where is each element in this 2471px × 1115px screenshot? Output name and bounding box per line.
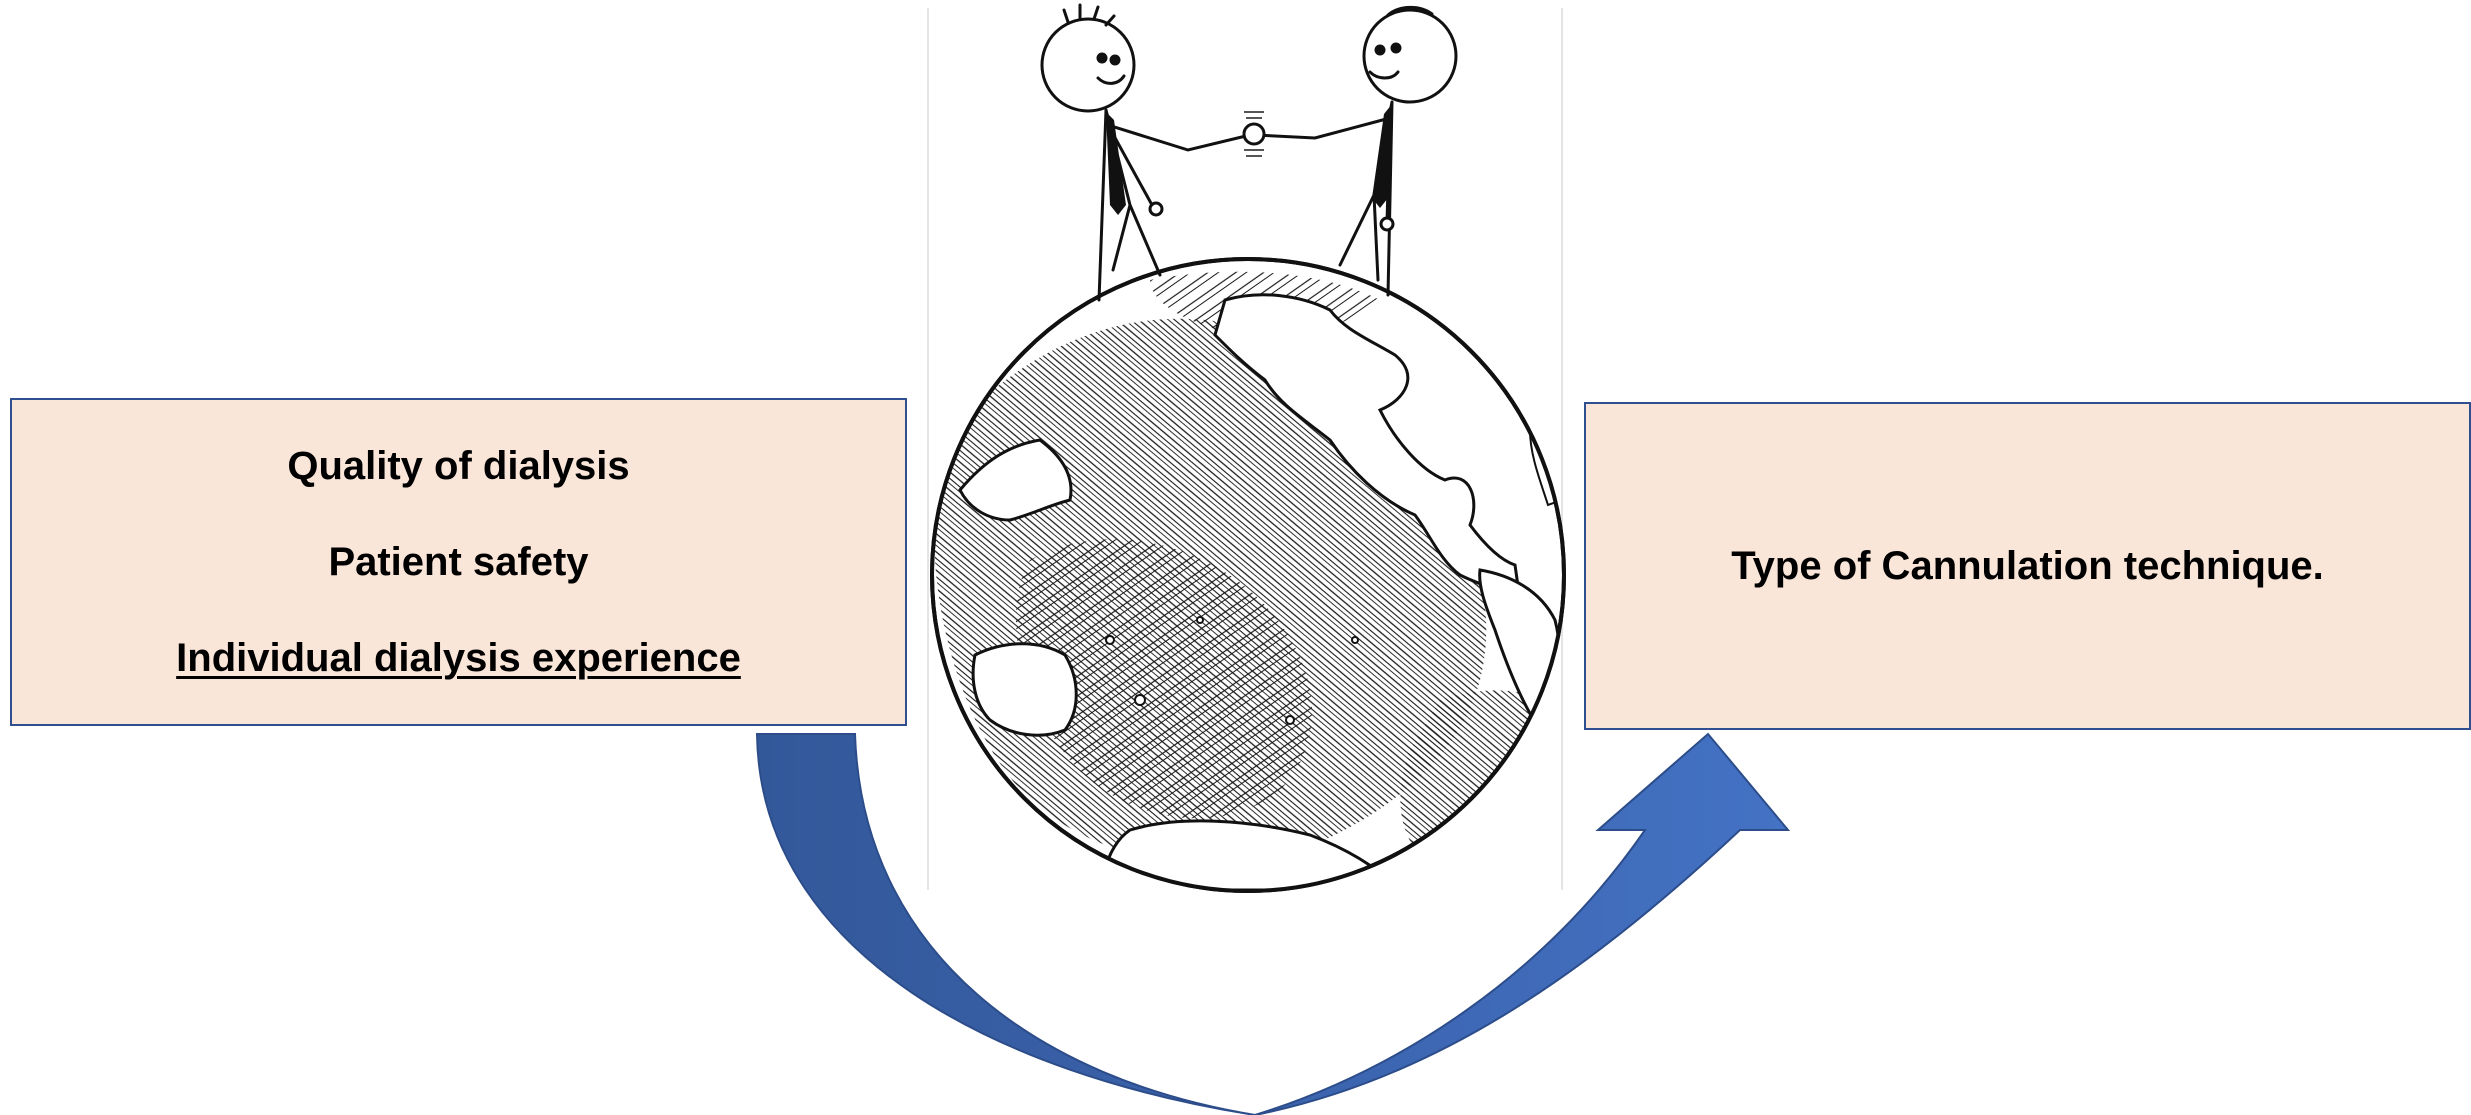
dialysis-experience-label: Individual dialysis experience bbox=[176, 636, 741, 680]
left-factor-box: Quality of dialysis Patient safety Indiv… bbox=[10, 398, 907, 726]
curved-arrow bbox=[755, 732, 1791, 1115]
quality-of-dialysis-label: Quality of dialysis bbox=[287, 444, 630, 488]
right-technique-box: Type of Cannulation technique. bbox=[1584, 402, 2471, 730]
handshake-globe-icon bbox=[930, 3, 1566, 893]
patient-safety-label: Patient safety bbox=[328, 540, 589, 584]
cannulation-technique-label: Type of Cannulation technique. bbox=[1731, 544, 2324, 588]
